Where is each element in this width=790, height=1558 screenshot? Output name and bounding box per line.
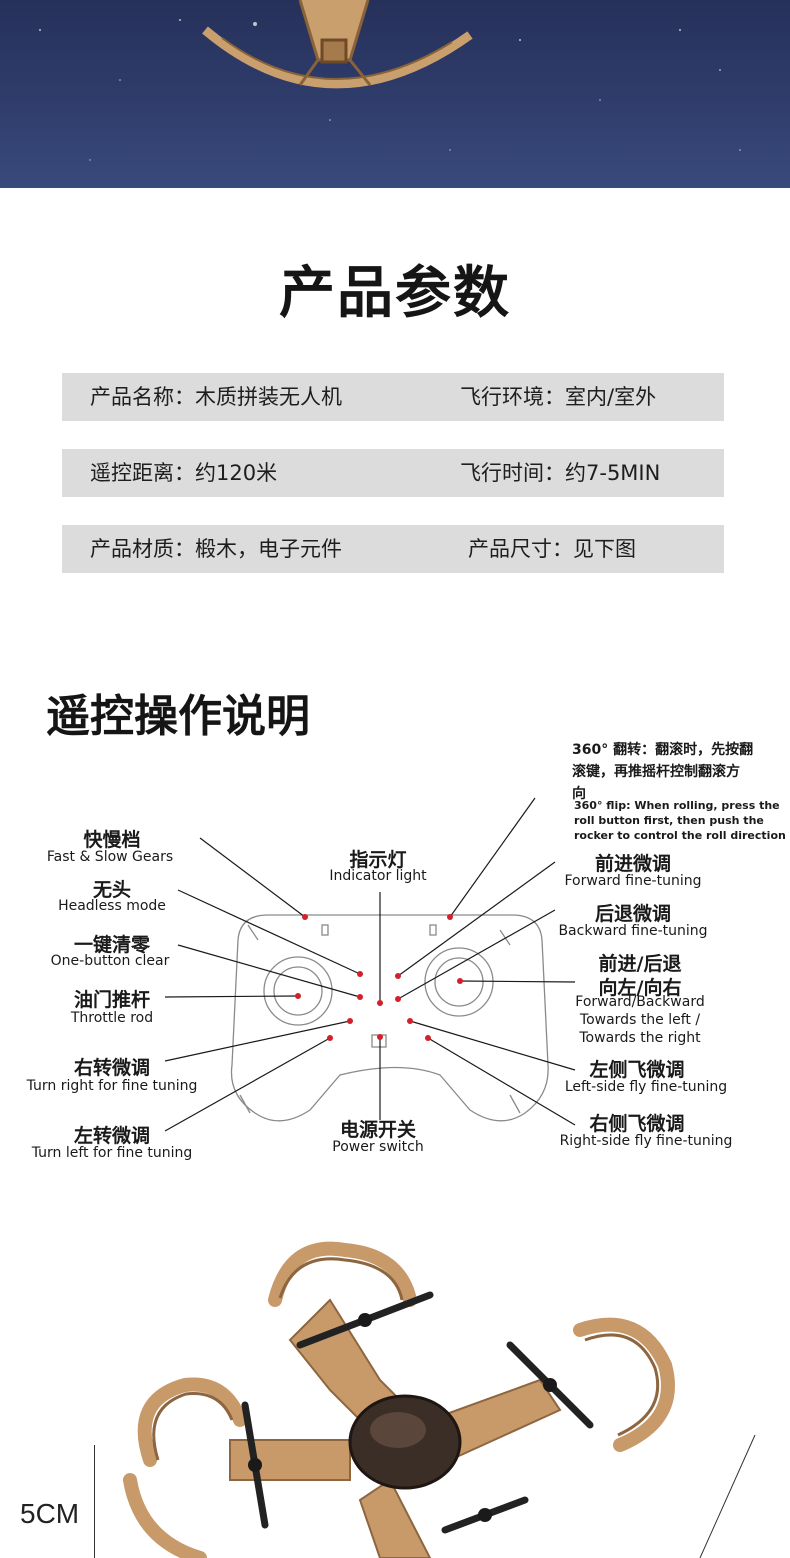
wooden-drone-frame-icon	[202, 0, 473, 89]
label-fwd-back-cn: 前进/后退	[598, 953, 682, 975]
label-right-side-en: Right-side fly fine-tuning	[559, 1133, 733, 1149]
label-left-side-cn: 左侧飞微调	[589, 1059, 685, 1081]
label-throttle-en: Throttle rod	[70, 1010, 154, 1026]
label-right-en: Towards the right	[579, 1030, 701, 1046]
label-right-side-cn: 右侧飞微调	[589, 1113, 685, 1135]
param-range: 遥控距离：约120米	[90, 461, 278, 485]
param-material: 产品材质：椴木，电子元件	[90, 537, 342, 561]
param-row: 遥控距离：约120米 飞行时间：约7-5MIN	[62, 449, 724, 497]
drone-product-image	[0, 1180, 790, 1558]
label-clear-cn: 一键清零	[73, 934, 151, 956]
label-fast-slow-en: Fast & Slow Gears	[46, 849, 174, 865]
label-left-right-cn: 向左/向右	[598, 977, 682, 999]
param-environment: 飞行环境：室内/室外	[460, 385, 657, 409]
label-headless-en: Headless mode	[58, 898, 166, 914]
param-size: 产品尺寸：见下图	[468, 537, 636, 561]
label-power-cn: 电源开关	[339, 1119, 417, 1141]
size-label: 5CM	[20, 1498, 80, 1529]
night-sky-image	[39, 0, 741, 161]
size-indicator-line	[94, 1445, 95, 1558]
controls-title: 遥控操作说明	[46, 691, 310, 742]
label-indicator-cn: 指示灯	[349, 849, 407, 871]
label-turn-left-en: Turn left for fine tuning	[31, 1145, 193, 1161]
label-fwd-back-en: Forward/Backward	[575, 994, 705, 1010]
label-fast-slow-cn: 快慢档	[83, 829, 141, 851]
flip-note-cn: 360° 翻转：翻滚时，先按翻 滚键，再推摇杆控制翻滚方 向	[572, 742, 754, 802]
label-forward-cn: 前进微调	[594, 853, 672, 875]
param-row: 产品名称：木质拼装无人机 飞行环境：室内/室外	[62, 373, 724, 421]
params-title: 产品参数	[279, 261, 511, 326]
label-backward-cn: 后退微调	[594, 903, 672, 925]
controller-outline-icon	[164, 797, 576, 1132]
label-turn-right-en: Turn right for fine tuning	[26, 1078, 198, 1094]
hero-banner	[0, 0, 790, 188]
param-flight-time: 飞行时间：约7-5MIN	[460, 461, 661, 485]
label-forward-en: Forward fine-tuning	[564, 873, 702, 889]
label-throttle-cn: 油门推杆	[73, 989, 151, 1011]
label-backward-en: Backward fine-tuning	[558, 923, 708, 939]
wooden-drone-icon	[123, 1241, 756, 1558]
param-row: 产品材质：椴木，电子元件 产品尺寸：见下图	[62, 525, 724, 573]
label-left-side-en: Left-side fly fine-tuning	[564, 1079, 728, 1095]
label-headless-cn: 无头	[92, 879, 132, 901]
label-power-en: Power switch	[332, 1139, 424, 1155]
remote-control-diagram: 360° 翻转：翻滚时，先按翻 滚键，再推摇杆控制翻滚方 向 360° flip…	[0, 735, 790, 1175]
label-clear-en: One-button clear	[50, 953, 170, 969]
label-turn-left-cn: 左转微调	[73, 1125, 151, 1147]
param-name: 产品名称：木质拼装无人机	[90, 385, 342, 409]
flip-note-en: 360° flip: When rolling, press the roll …	[574, 799, 786, 842]
label-indicator-en: Indicator light	[329, 868, 427, 884]
label-left-right-en: Towards the left /	[579, 1012, 701, 1028]
label-turn-right-cn: 右转微调	[73, 1057, 151, 1079]
